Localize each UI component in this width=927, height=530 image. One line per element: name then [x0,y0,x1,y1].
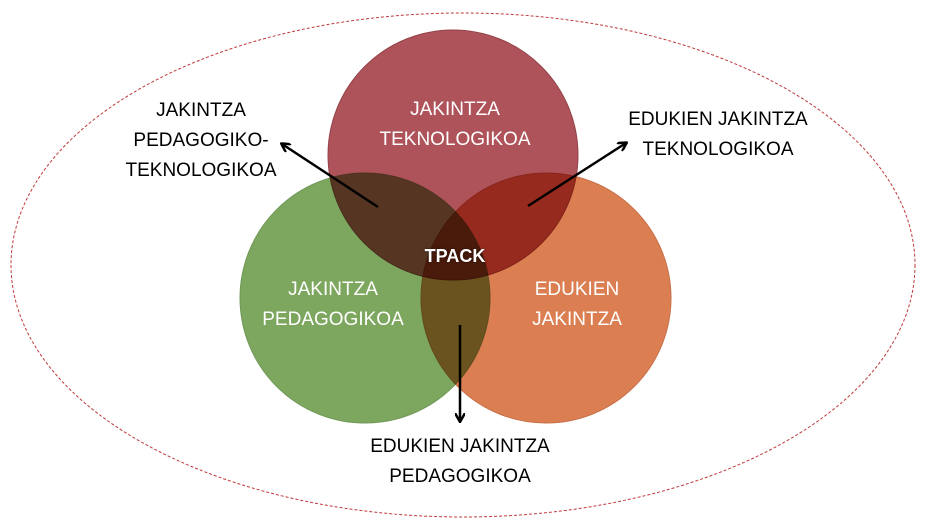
pck-line1: EDUKIEN JAKINTZA [370,436,550,457]
pck-line2: PEDAGOGIKOA [389,466,531,487]
technological-label: JAKINTZA TEKNOLOGIKOA [380,95,531,155]
technological-circle [327,29,579,281]
technological-line2: TEKNOLOGIKOA [379,129,531,150]
pedagogical-label: JAKINTZA PEDAGOGIKOA [262,275,403,335]
arrow-tpk [282,144,379,209]
tck-label: EDUKIEN JAKINTZA TEKNOLOGIKOA [628,105,807,165]
technological-line1: JAKINTZA [410,99,500,120]
context-ellipse [10,12,916,518]
tpack-label: TPACK [424,246,486,266]
pedagogical-line1: JAKINTZA [288,279,378,300]
tck-line1: EDUKIEN JAKINTZA [628,109,808,130]
arrow-tck [527,143,626,208]
tpk-label: JAKINTZA PEDAGOGIKO- TEKNOLOGIKOA [126,96,277,186]
pck-label: EDUKIEN JAKINTZA PEDAGOGIKOA [370,432,549,492]
tck-line2: TEKNOLOGIKOA [642,139,794,160]
content-label: EDUKIEN JAKINTZA [532,275,622,335]
tpk-line3: TEKNOLOGIKOA [125,160,277,181]
tpk-line1: JAKINTZA [156,100,246,121]
pedagogical-line2: PEDAGOGIKOA [262,309,404,330]
tpk-line2: PEDAGOGIKO- [133,130,269,151]
content-line1: EDUKIEN [534,279,620,300]
content-line2: JAKINTZA [532,309,622,330]
